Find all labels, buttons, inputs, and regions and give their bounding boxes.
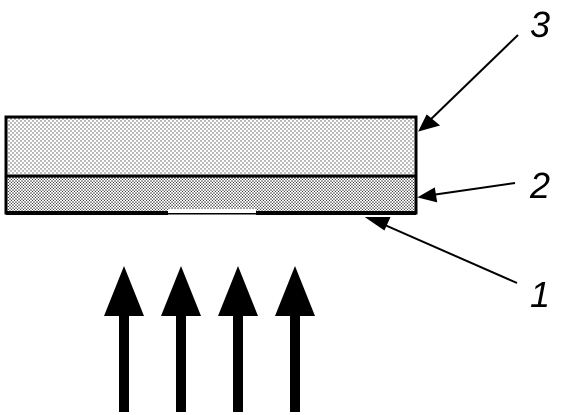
up-arrow-icon [161, 266, 201, 412]
layer-3 [4, 115, 418, 178]
leader-line-1 [364, 217, 518, 284]
layer-2 [4, 174, 418, 215]
incident-arrows [104, 266, 315, 412]
leader-line-2 [417, 182, 516, 203]
leader-line-3 [418, 34, 519, 132]
label-2: 2 [529, 165, 550, 206]
up-arrow-icon [275, 266, 315, 412]
layer-1-opening [168, 209, 256, 213]
up-arrow-icon [218, 266, 258, 412]
label-3: 3 [530, 4, 550, 45]
up-arrow-icon [104, 266, 144, 412]
label-1: 1 [530, 274, 550, 315]
